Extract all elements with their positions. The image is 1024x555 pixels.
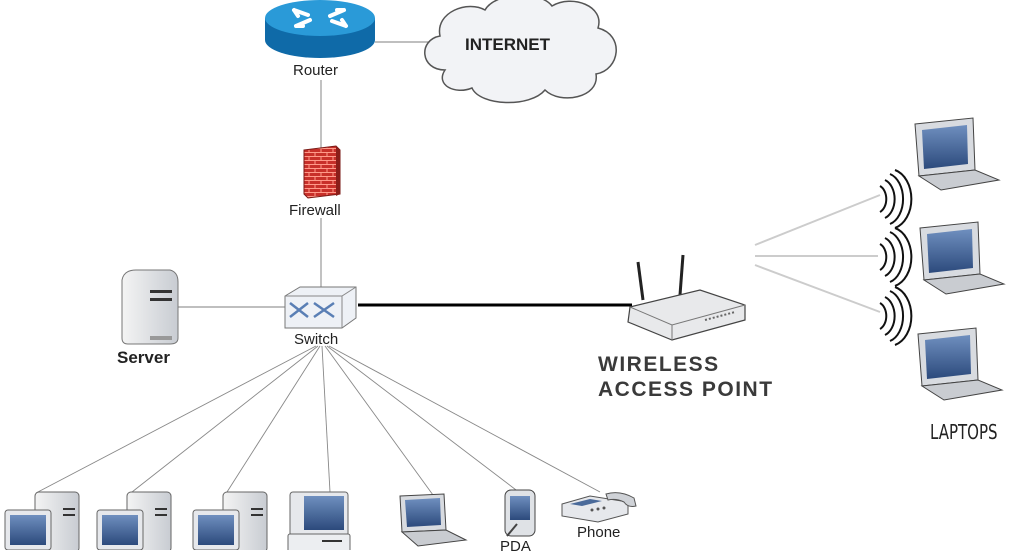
pda-icon[interactable] xyxy=(504,489,536,537)
link-switch-laptop xyxy=(324,345,434,496)
server-icon[interactable] xyxy=(121,269,179,345)
router-label: Router xyxy=(293,62,339,79)
phone-icon[interactable] xyxy=(561,492,637,523)
link-switch-phone xyxy=(328,345,601,493)
laptop-icon[interactable] xyxy=(917,327,1004,401)
switch-label: Switch xyxy=(294,331,339,348)
wifi-signal-icon xyxy=(879,286,913,346)
wifi-signal-icon xyxy=(879,227,913,287)
link-switch-desktop-1 xyxy=(35,345,317,494)
wifi-signal-icon xyxy=(879,169,913,229)
link-switch-pda xyxy=(326,345,521,494)
router-icon[interactable] xyxy=(265,0,375,58)
wap-label-line2: ACCESS POINT xyxy=(598,378,774,401)
link-switch-desktop-3 xyxy=(226,345,321,493)
pda-label: PDA xyxy=(500,538,531,555)
switch-icon[interactable] xyxy=(284,286,357,329)
desktop-computer-icon[interactable] xyxy=(96,491,172,550)
link-wap-laptop-3 xyxy=(754,264,881,313)
firewall-label: Firewall xyxy=(289,202,341,219)
wifi-signal-icons xyxy=(879,169,913,346)
link-wap-laptop-1 xyxy=(754,194,881,246)
phone-label: Phone xyxy=(577,524,621,541)
wap-label-line1: WIRELESS xyxy=(598,353,720,376)
desktop-computer-icon[interactable] xyxy=(287,491,351,550)
links xyxy=(35,41,881,496)
internet-label: INTERNET xyxy=(465,35,550,54)
link-switch-desktop-4 xyxy=(321,345,331,493)
laptop-icon[interactable] xyxy=(399,493,468,547)
cloud-icon[interactable] xyxy=(424,0,617,104)
laptops-label: LAPTOPS xyxy=(930,420,998,444)
firewall-icon[interactable] xyxy=(303,145,341,199)
link-switch-desktop-2 xyxy=(131,345,319,493)
laptop-icon[interactable] xyxy=(919,221,1006,295)
wireless-router-icon[interactable] xyxy=(627,254,746,341)
server-label: Server xyxy=(117,348,170,367)
desktop-computer-icon[interactable] xyxy=(192,491,268,550)
laptop-icon[interactable] xyxy=(914,117,1001,191)
desktop-computer-icon[interactable] xyxy=(4,491,80,550)
